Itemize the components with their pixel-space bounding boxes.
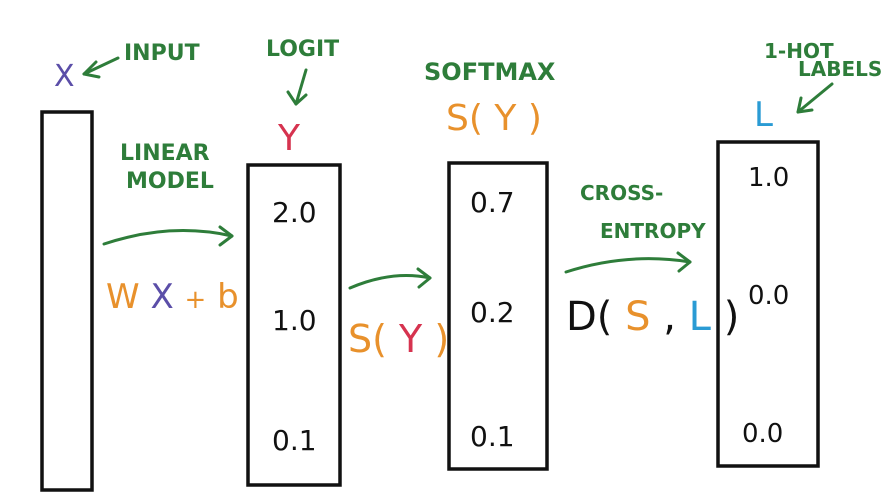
input-x-symbol: X [54, 59, 75, 94]
formula-x: X [150, 277, 173, 317]
labels-arrowhead-icon [796, 96, 814, 114]
softmax-symbol-open: S( [446, 98, 483, 139]
softmax-annotation: SOFTMAX [424, 58, 556, 86]
softmax-symbol-y: Y [493, 98, 517, 139]
labels-box [716, 140, 820, 468]
labels-l-symbol: L [754, 95, 773, 135]
logit-arrow-icon [294, 68, 308, 106]
softmax-formula-close: ) [434, 317, 449, 361]
one-hot-line2: LABELS [798, 57, 882, 81]
logit-y-symbol: Y [277, 118, 301, 159]
ce-formula-close: ) [724, 294, 740, 340]
softmax-box [447, 161, 549, 471]
ce-formula-comma: , [663, 294, 676, 340]
input-arrow-icon [82, 56, 120, 76]
cross-entropy-line2: ENTROPY [600, 219, 706, 243]
label-value: 0.0 [748, 281, 789, 311]
linear-arrow-icon [102, 229, 234, 246]
probability-value: 0.1 [470, 420, 515, 453]
linear-model-line2: MODEL [126, 169, 214, 194]
cross-entropy-line1: CROSS- [580, 181, 663, 205]
logit-box [246, 163, 342, 487]
label-value: 1.0 [748, 163, 789, 193]
labels-arrow-icon [796, 82, 834, 114]
probability-value: 0.2 [470, 296, 515, 329]
softmax-formula-y: Y [398, 317, 423, 361]
input-annotation: INPUT [124, 41, 200, 66]
softmax-formula-open: S( [348, 317, 387, 361]
softmax-symbol: S( Y ) [446, 98, 542, 139]
cross-entropy-arrow-icon [564, 257, 692, 274]
one-hot-line1: 1-HOT [764, 39, 834, 63]
ce-formula-open: D( [566, 294, 612, 340]
softmax-arrow-icon [348, 274, 432, 290]
logit-value: 1.0 [272, 304, 317, 337]
input-arrowhead-icon [82, 60, 101, 79]
ce-formula-l: L [689, 294, 712, 340]
logit-annotation: LOGIT [266, 37, 339, 62]
cross-entropy-arrowhead-icon [676, 251, 692, 273]
linear-formula: W X + b [106, 277, 239, 317]
logit-value: 0.1 [272, 424, 317, 457]
linear-model-line1: LINEAR [120, 141, 210, 166]
ce-formula-s: S [625, 294, 650, 340]
cross-entropy-formula: D( S , L ) [566, 294, 739, 340]
softmax-symbol-close: ) [528, 98, 542, 139]
softmax-formula: S( Y ) [348, 317, 449, 361]
probability-value: 0.7 [470, 186, 515, 219]
softmax-arrowhead-icon [416, 267, 432, 289]
input-box [40, 110, 94, 492]
formula-b: b [217, 277, 239, 317]
logit-arrowhead-icon [286, 90, 308, 106]
formula-plus: + [185, 285, 207, 315]
label-value: 0.0 [742, 419, 783, 449]
logit-value: 2.0 [272, 196, 317, 229]
formula-w: W [106, 277, 140, 317]
linear-arrowhead-icon [218, 225, 234, 247]
